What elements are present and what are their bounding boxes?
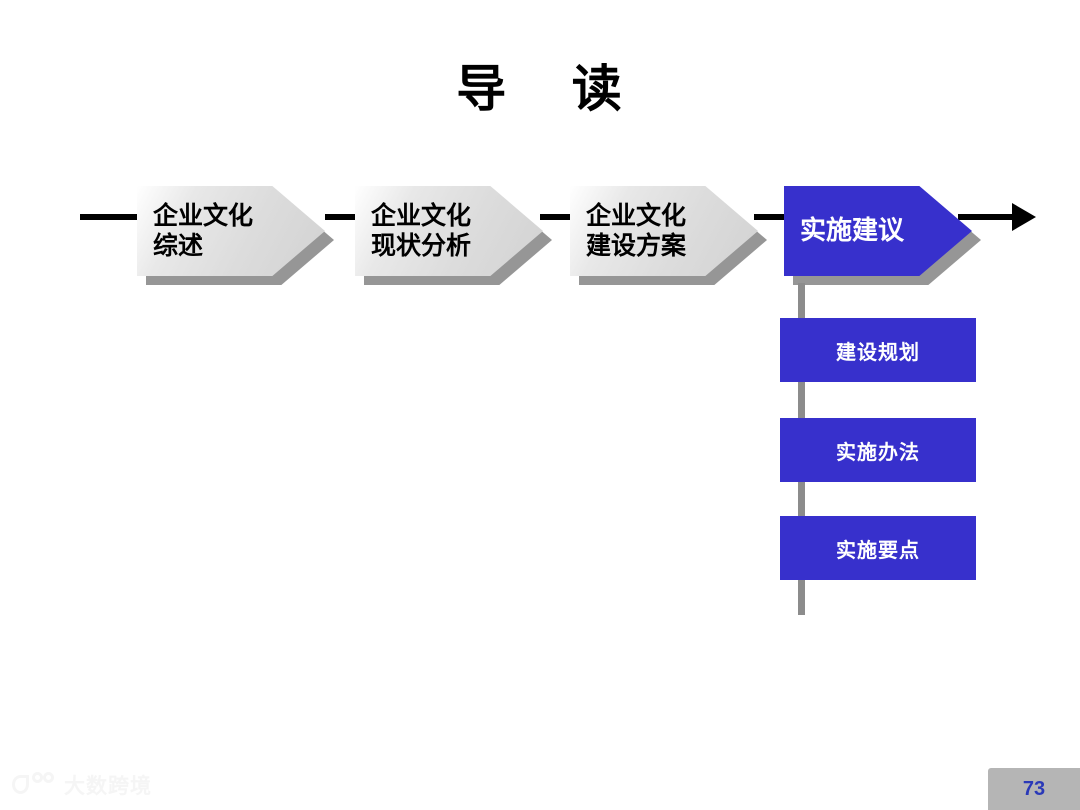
page-number-bar: 73 xyxy=(988,768,1080,810)
flow-step-3[interactable]: 企业文化 建设方案 xyxy=(570,186,767,285)
flow-line-segment-3 xyxy=(754,214,786,220)
flow-line-segment-1 xyxy=(325,214,357,220)
process-flow: 企业文化 综述 企业文化 现状分析 企业文化 建设方案 实施建议 xyxy=(0,186,1080,296)
flow-step-2[interactable]: 企业文化 现状分析 xyxy=(355,186,552,285)
flow-step-1-label: 企业文化 综述 xyxy=(153,201,254,261)
flow-step-1[interactable]: 企业文化 综述 xyxy=(137,186,334,285)
sub-item-1-label: 建设规划 xyxy=(836,341,920,364)
watermark-label: 大数跨境 xyxy=(64,775,152,798)
sub-item-1[interactable]: 建设规划 xyxy=(780,318,976,382)
page-number: 73 xyxy=(1022,777,1046,800)
flow-line-segment-0 xyxy=(80,214,138,220)
flow-line-segment-4 xyxy=(958,214,1020,220)
sub-item-3-label: 实施要点 xyxy=(836,539,920,562)
watermark: 大数跨境 xyxy=(12,770,152,800)
flow-step-4-label: 实施建议 xyxy=(800,215,905,246)
flow-step-4[interactable]: 实施建议 xyxy=(784,186,981,285)
flow-step-3-label: 企业文化 建设方案 xyxy=(586,201,687,261)
sub-item-2[interactable]: 实施办法 xyxy=(780,418,976,482)
flow-arrow-head-icon xyxy=(1012,203,1036,231)
page-title: 导 读 xyxy=(456,61,624,117)
flow-step-2-label: 企业文化 现状分析 xyxy=(371,201,472,261)
dashu-logo-icon xyxy=(12,772,56,798)
sub-item-3[interactable]: 实施要点 xyxy=(780,516,976,580)
flow-line-segment-2 xyxy=(540,214,572,220)
sub-item-2-label: 实施办法 xyxy=(836,441,920,464)
